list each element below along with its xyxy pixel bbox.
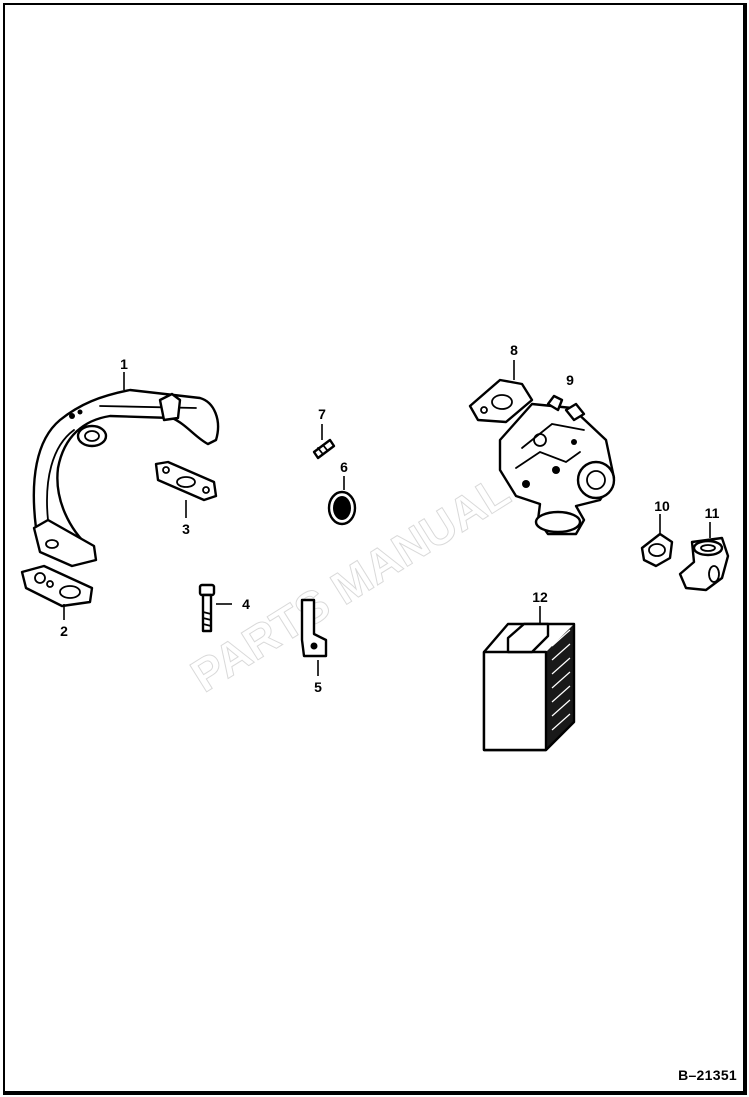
callouts: 1 2 3 4 5 6 7 8 9 10 11 12	[60, 342, 720, 695]
part-8-gasket	[468, 378, 534, 424]
leader-lines	[63, 360, 711, 676]
callout-7: 7	[318, 406, 326, 422]
figure-id: B–21351	[678, 1067, 737, 1083]
part-4-bolt	[198, 583, 216, 633]
part-12-air-filter	[482, 622, 576, 752]
part-10-gasket	[640, 532, 674, 568]
part-7-stud	[312, 438, 336, 460]
part-9-carburetor	[498, 394, 616, 536]
diagram-frame	[3, 3, 747, 1095]
callout-11: 11	[705, 505, 720, 521]
callout-4: 4	[242, 596, 250, 612]
part-3-gasket	[154, 460, 218, 502]
part-5-bracket	[300, 598, 328, 658]
callout-1: 1	[120, 356, 128, 372]
callout-9: 9	[566, 372, 574, 388]
callout-10: 10	[654, 498, 670, 514]
callout-5: 5	[314, 679, 322, 695]
callout-2: 2	[60, 623, 68, 639]
part-1-intake-manifold	[32, 388, 220, 568]
callout-3: 3	[182, 521, 190, 537]
part-11-elbow	[678, 536, 730, 592]
part-2-gasket	[20, 564, 94, 608]
callout-8: 8	[510, 342, 518, 358]
callout-6: 6	[340, 459, 348, 475]
callout-12: 12	[532, 589, 548, 605]
part-6-filter	[327, 490, 357, 526]
